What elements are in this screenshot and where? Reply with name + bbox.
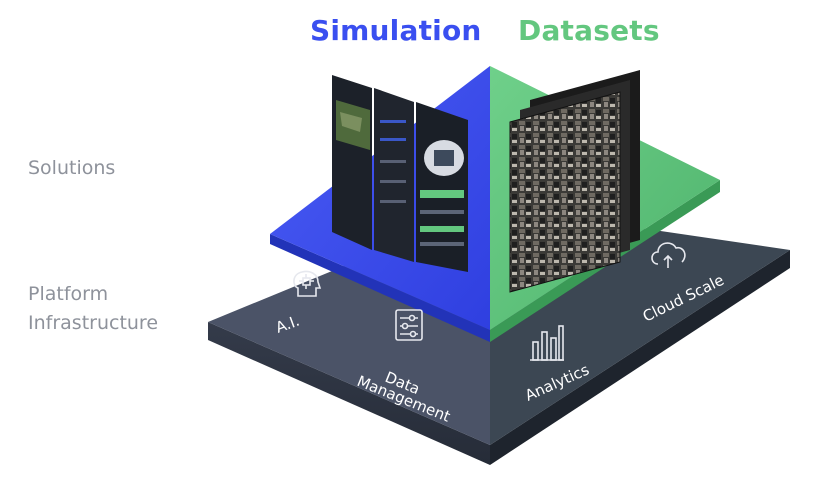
head-chip-icon [293,270,322,297]
sim-panel-middle [374,88,414,262]
bar-chart-icon [530,325,564,361]
datasets-image-stack [509,70,640,293]
platform-label-line1: Platform [28,283,109,305]
dataset-frame-front [510,92,620,292]
sim-panel-right [416,102,468,272]
datasets-title: Datasets [518,14,660,47]
platform-front-left [208,322,490,465]
platform-infrastructure-label: Platform Infrastructure [28,280,158,338]
platform-front-right [490,250,790,465]
simulation-screenshot [332,75,468,272]
solutions-label: Solutions [28,157,116,179]
simulation-slab-front [270,234,490,342]
sliders-icon [395,309,423,341]
cloud-sync-icon [651,242,686,268]
simulation-title: Simulation [310,14,482,47]
platform-label-line2: Infrastructure [28,312,159,334]
